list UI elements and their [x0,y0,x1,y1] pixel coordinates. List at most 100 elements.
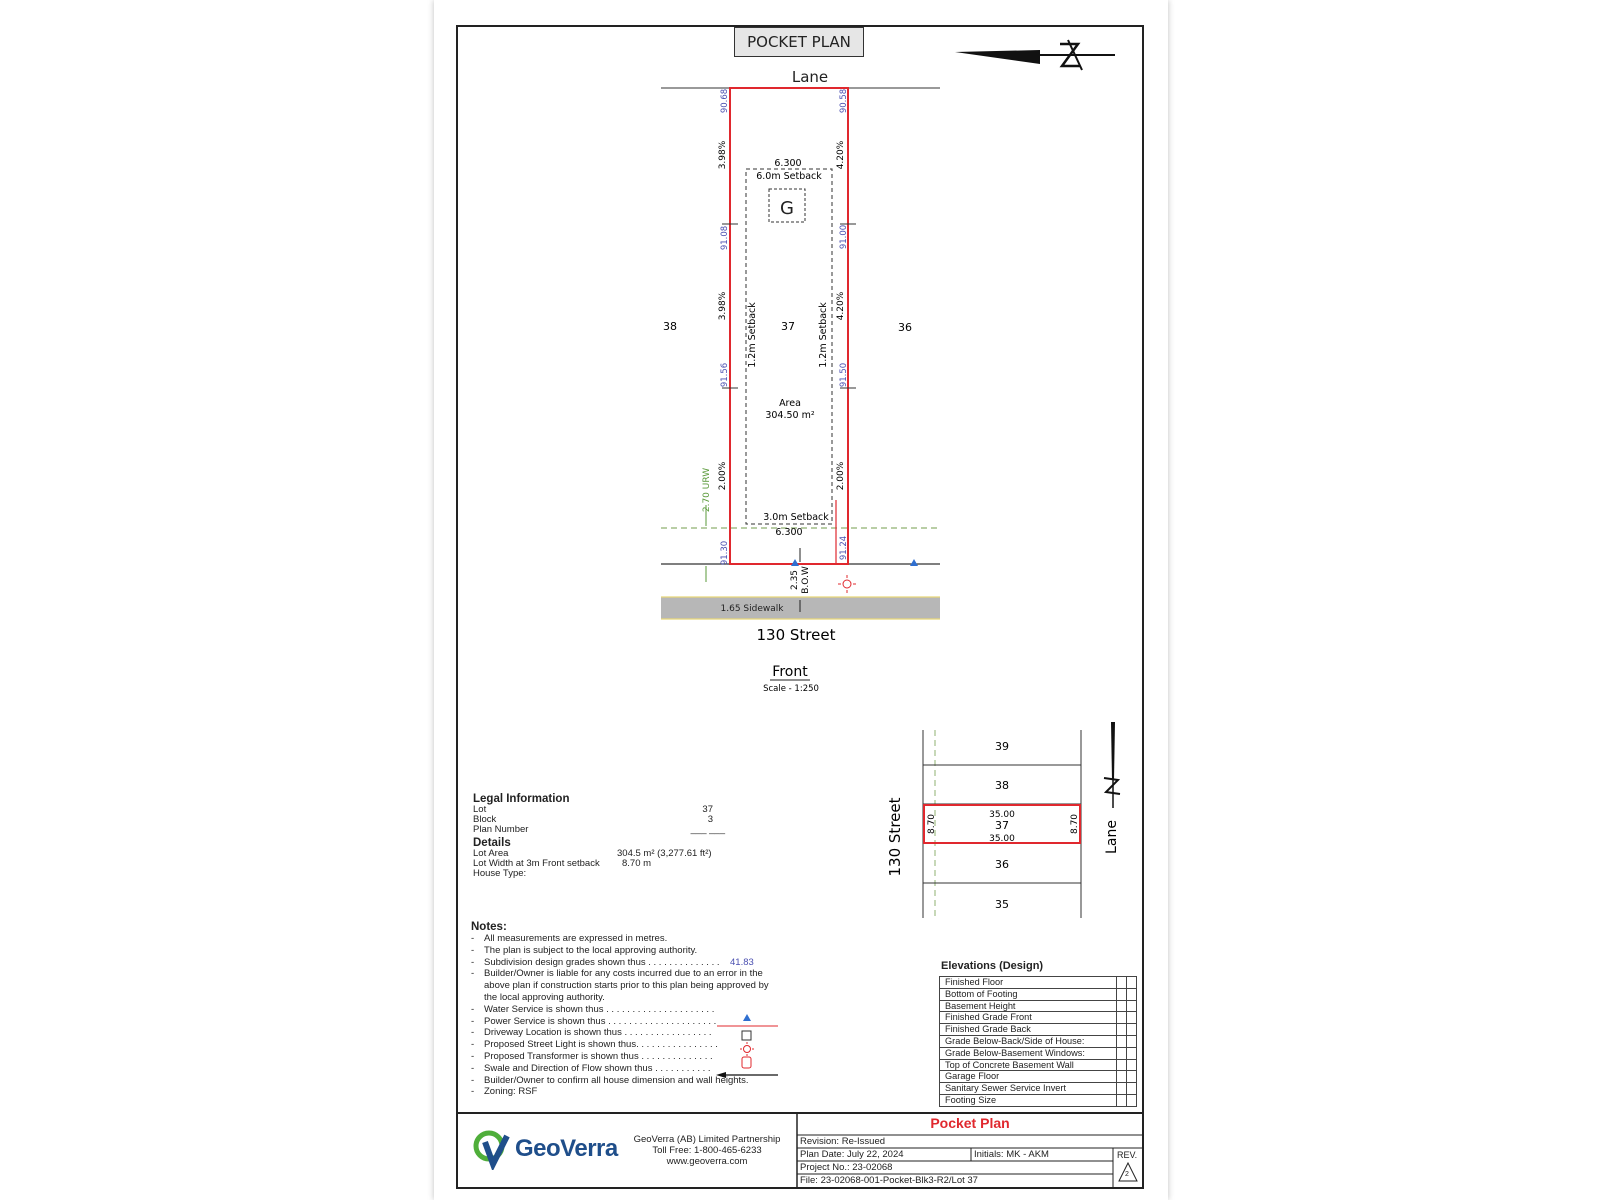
lot-boundary [729,87,849,565]
water-service-icon [743,1014,751,1021]
street-light-icon [838,575,856,593]
grade-left-2: 91.08 [720,226,730,250]
front-width: 6.300 [775,527,802,538]
key-width-bottom: 35.00 [989,834,1015,844]
table-row: Top of Concrete Basement Wall [939,1058,1137,1072]
slope-left-1: 3.98% [718,140,728,169]
table-row: Sanitary Sewer Service Invert [939,1082,1137,1095]
grade-left-3: 91.56 [720,363,730,387]
legal-row: Plan Number ___ ___ [473,824,725,835]
revision: Revision: Re-Issued [800,1136,886,1147]
note-item: -Proposed Transformer is shown thus . . … [471,1050,713,1062]
table-row: Grade Below-Back/Side of House: [939,1034,1137,1048]
lot-38-label: 38 [663,320,677,333]
lot-37-label: 37 [781,320,795,333]
sidewalk-label: 1.65 Sidewalk [721,604,785,614]
key-map: 39 38 35.00 37 35.00 36 35 8.70 8.70 130… [886,722,1121,918]
transformer-icon [741,1056,752,1069]
table-row: Footing Size [939,1093,1137,1107]
key-map-lot-37 [923,804,1081,844]
elevations-table: Finished Floor Bottom of Footing Basemen… [939,976,1137,1107]
note-item: -Zoning: RSF [471,1086,538,1098]
elevations-title: Elevations (Design) [941,960,1044,972]
garage-label: G [780,198,794,219]
note-item: -The plan is subject to the local approv… [471,944,698,956]
front-label: Front [772,664,808,680]
slope-right-1: 4.20% [836,140,846,169]
company-info: GeoVerra (AB) Limited Partnership Toll F… [622,1134,792,1167]
key-width-top: 35.00 [989,810,1015,820]
table-row: Basement Height [939,999,1137,1013]
driveway-icon [741,1030,752,1041]
urw-label: 2.70 URW [702,468,712,512]
water-service-icon [910,559,918,566]
water-service-icon [791,559,799,566]
revision-triangle-icon [1118,1161,1138,1182]
details-row: House Type: [473,868,527,879]
rear-width: 6.300 [774,158,801,169]
table-row: Bottom of Footing [939,987,1137,1001]
note-item: -Proposed Street Light is shown thus. . … [471,1039,718,1051]
grade-right-4: 91.24 [839,536,849,560]
rear-setback: 6.0m Setback [756,171,822,182]
key-depth-right: 8.70 [1070,814,1080,834]
grade-sample: 41.83 [730,956,754,968]
legal-row: Lot 37 [473,804,713,815]
notes-legend-symbols [716,1014,778,1078]
bow-label: B.O.W [801,566,811,594]
file-name: File: 23-02068-001-Pocket-Blk3-R2/Lot 37 [800,1175,978,1186]
note-item: -Subdivision design grades shown thus . … [471,956,754,968]
note-item: -Builder/Owner is liable for any costs i… [471,968,769,1003]
details-title: Details [473,837,511,849]
key-street-label: 130 Street [886,797,904,876]
legal-title: Legal Information [473,793,570,805]
logo-text: GeoVerra [515,1135,618,1162]
slope-right-2: 4.20% [836,291,846,320]
rev-label: REV. [1117,1150,1138,1160]
plan-date: Plan Date: July 22, 2024 [800,1149,904,1160]
table-row: Finished Grade Front [939,1011,1137,1025]
lane-label: Lane [792,68,828,86]
key-lot-36: 36 [995,858,1009,871]
note-item: -Swale and Direction of Flow shown thus … [471,1062,711,1074]
legal-row: Block 3 [473,814,713,825]
website-link[interactable]: www.geoverra.com [666,1156,748,1167]
north-arrow-icon [1103,722,1121,808]
notes: Notes: -All measurements are expressed i… [471,921,801,1098]
legal-information: Legal Information Lot 37 Block 3 Plan Nu… [473,793,753,879]
project-number: Project No.: 23-02068 [800,1162,893,1173]
bow-value: 2.35 [790,570,800,590]
rev-value: 2 [1125,1171,1129,1178]
garage-box [768,188,806,223]
table-row: Grade Below-Basement Windows: [939,1046,1137,1060]
details-row: Lot Width at 3m Front setback 8.70 m [473,858,652,869]
grade-right-3: 91.50 [839,363,849,387]
slope-right-3: 2.00% [836,461,846,490]
initials: Initials: MK - AKM [974,1149,1049,1160]
grade-left-1: 90.68 [720,89,730,113]
grade-right-1: 90.58 [839,89,849,113]
grade-right-2: 91.00 [839,225,849,249]
titleblock-heading: Pocket Plan [930,1115,1010,1131]
page-title: POCKET PLAN [734,27,864,57]
area-label: Area [779,398,801,409]
side-setback-right: 1.2m Setback [818,302,829,368]
street-light-icon [740,1042,754,1056]
building-envelope [745,168,833,525]
drawing-frame [456,25,1144,1189]
notes-title: Notes: [471,921,507,933]
note-item: -Water Service is shown thus . . . . . .… [471,1003,715,1015]
scale-label: Scale - 1:250 [763,684,819,694]
front-setback: 3.0m Setback [763,512,829,523]
toll-free: Toll Free: 1-800-465-6233 [652,1145,762,1156]
side-setback-left: 1.2m Setback [747,302,758,368]
note-item: -Builder/Owner to confirm all house dime… [471,1074,749,1086]
note-item: -Driveway Location is shown thus . . . .… [471,1027,712,1039]
lot-36-label: 36 [898,321,912,334]
details-row: Lot Area 304.5 m² (3,277.61 ft²) [473,848,712,859]
key-lot-39: 39 [995,740,1009,753]
geoverra-logo-icon [473,1130,510,1170]
north-arrow-icon [955,39,1115,71]
company-name: GeoVerra (AB) Limited Partnership [633,1134,781,1145]
